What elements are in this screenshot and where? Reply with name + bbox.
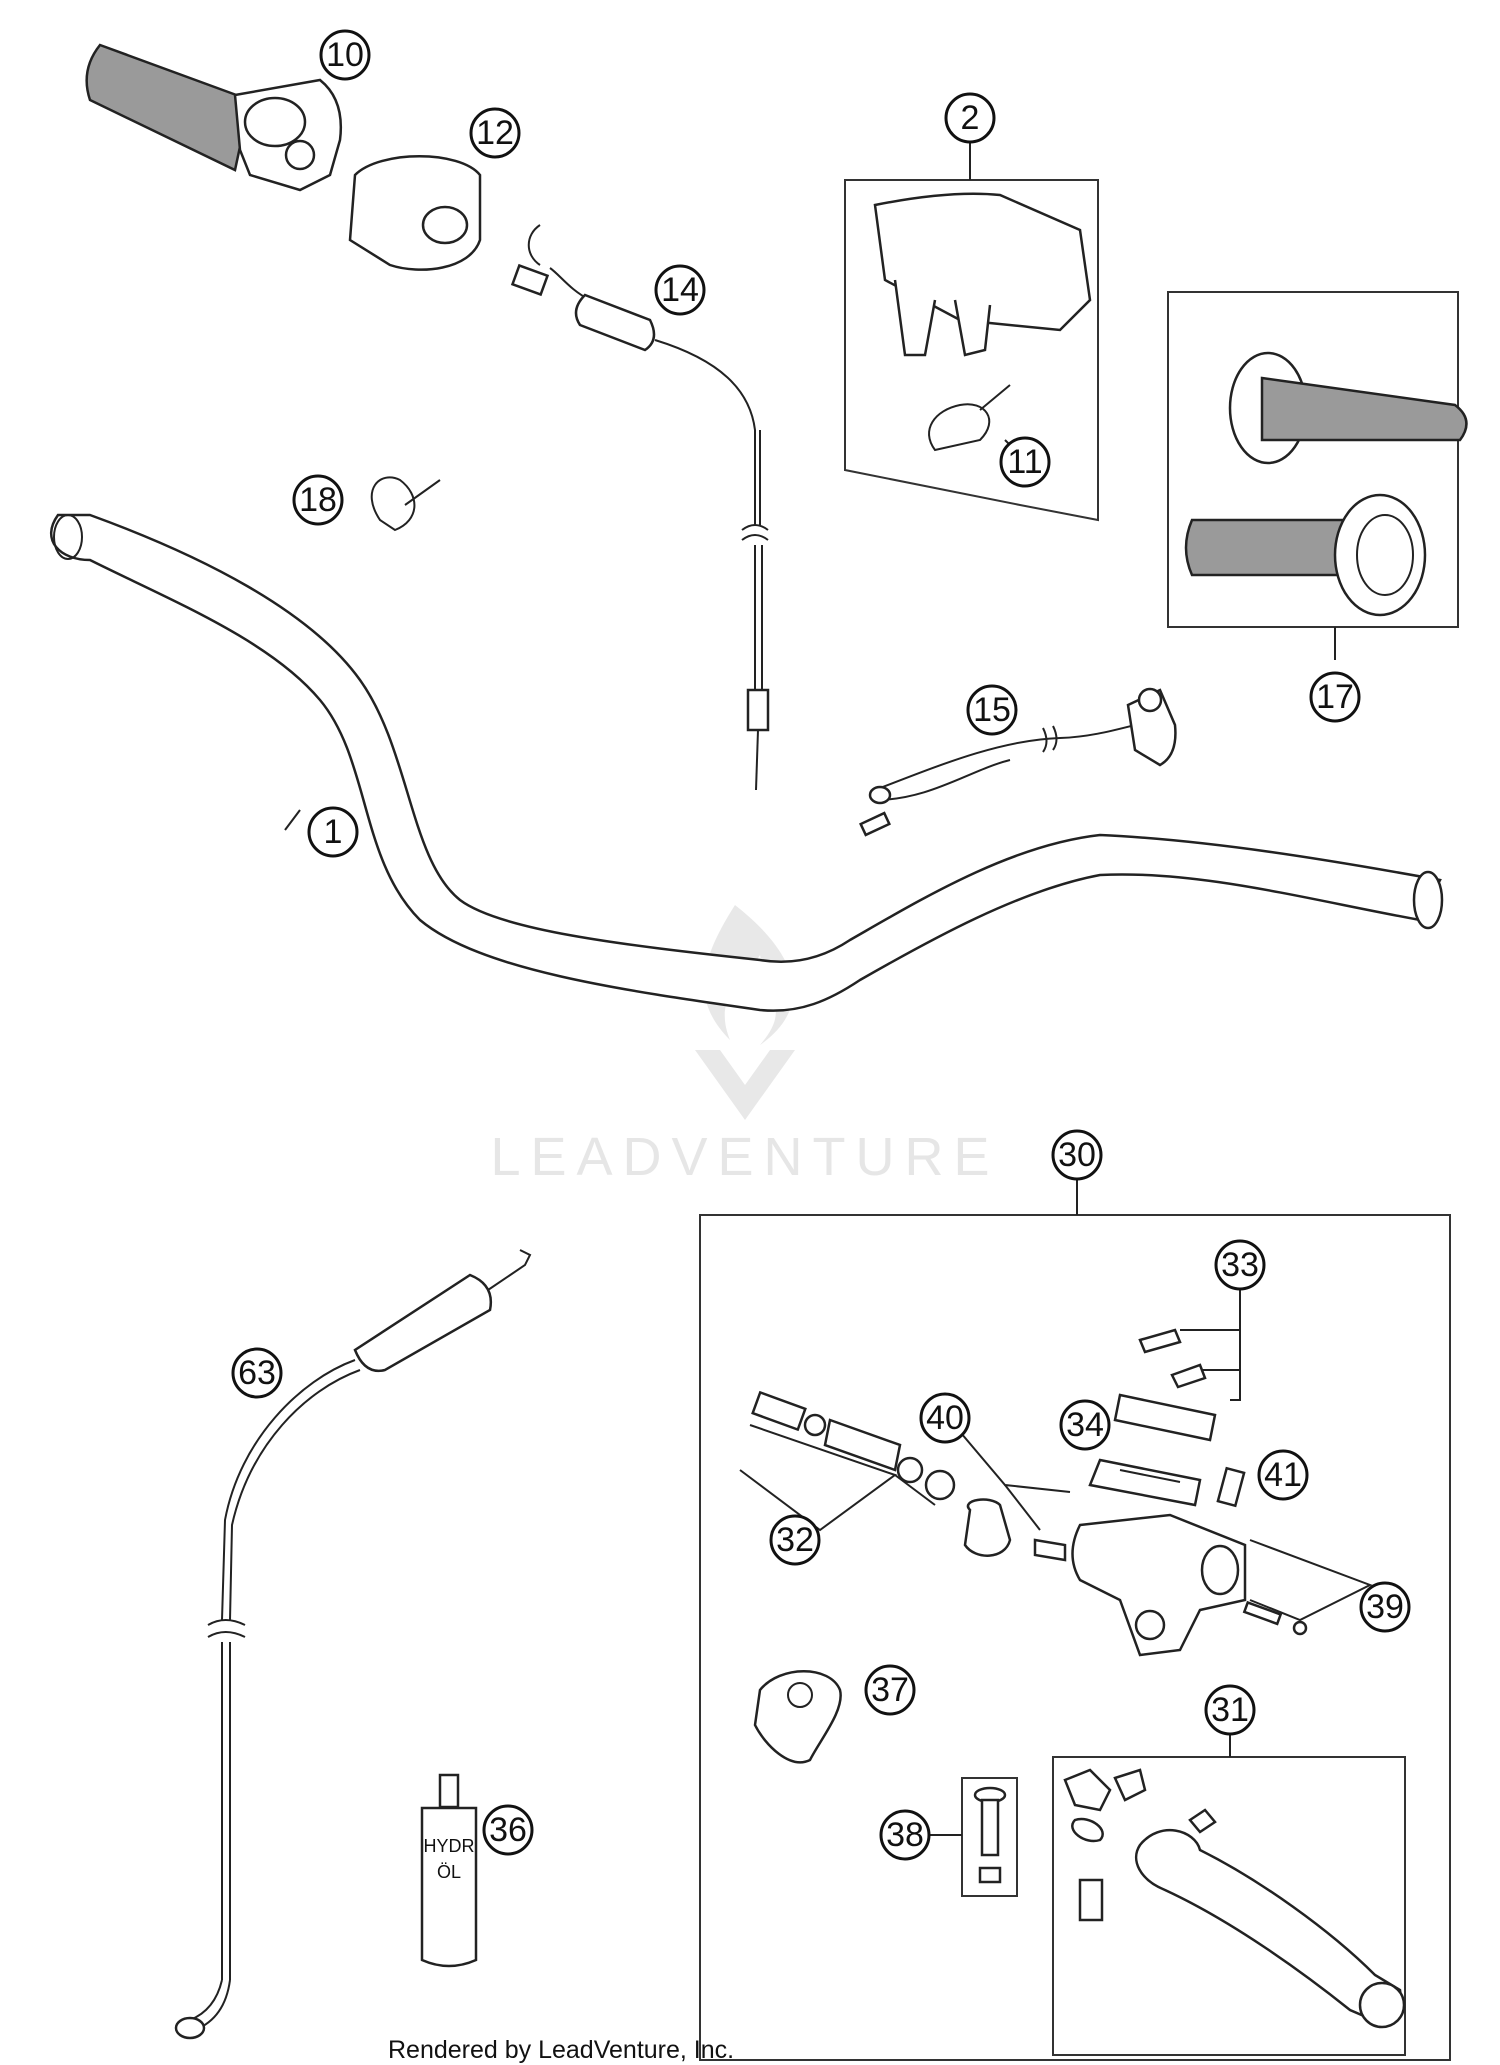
- callout-40: 40: [919, 1392, 971, 1444]
- throttle-cover-part-12: [348, 155, 482, 271]
- svg-text:18: 18: [299, 481, 337, 519]
- callout-15: 15: [966, 684, 1018, 736]
- throttle-grip-part-10: [85, 43, 342, 192]
- callout-38: 38: [879, 1809, 931, 1861]
- callout-33: 33: [1214, 1239, 1266, 1291]
- callout-11: 11: [999, 436, 1051, 488]
- svg-text:12: 12: [476, 114, 514, 152]
- brake-lever-group-part-31: [1052, 1735, 1406, 2056]
- callout-10: 10: [319, 29, 371, 81]
- callout-34: 34: [1059, 1399, 1111, 1451]
- svg-text:15: 15: [973, 691, 1011, 729]
- callout-14: 14: [654, 264, 706, 316]
- svg-text:36: 36: [489, 1811, 527, 1849]
- svg-text:17: 17: [1316, 678, 1354, 716]
- svg-text:40: 40: [926, 1399, 964, 1437]
- oil-bottle-label-line1: HYDR: [423, 1836, 474, 1856]
- callout-32: 32: [769, 1514, 821, 1566]
- boot-part-40: [949, 1419, 1071, 1562]
- callout-39: 39: [1359, 1581, 1411, 1633]
- hydraulic-oil-bottle-part-36: HYDR ÖL: [420, 1773, 478, 1968]
- callout-1: 1: [307, 806, 359, 858]
- svg-text:34: 34: [1066, 1406, 1104, 1444]
- leadventure-watermark: LEADVENTURE: [490, 905, 999, 1187]
- callout-63: 63: [231, 1347, 283, 1399]
- svg-text:2: 2: [961, 99, 980, 137]
- callout-31: 31: [1204, 1684, 1256, 1736]
- lever-cover-part-37: [753, 1670, 842, 1764]
- svg-text:37: 37: [871, 1671, 909, 1709]
- callout-17: 17: [1309, 671, 1361, 723]
- master-cylinder-body: [1071, 1513, 1373, 1657]
- oil-bottle-label-line2: ÖL: [437, 1862, 461, 1882]
- callout-2: 2: [944, 92, 996, 144]
- svg-text:14: 14: [661, 271, 699, 309]
- svg-text:31: 31: [1211, 1691, 1249, 1729]
- piston-kit-part-32: [739, 1390, 956, 1532]
- kill-switch-part-15: [859, 687, 1177, 837]
- handlebar-part-1: [50, 513, 1444, 1012]
- callout-37: 37: [864, 1664, 916, 1716]
- callout-30: 30: [1051, 1129, 1103, 1181]
- screw-part-38: [930, 1777, 1018, 1897]
- svg-text:11: 11: [1007, 443, 1042, 481]
- grips-group-part-17: [1167, 291, 1468, 628]
- callout-41: 41: [1257, 1449, 1309, 1501]
- master-cylinder-group-part-30: [699, 1180, 1451, 2061]
- callout-36: 36: [482, 1804, 534, 1856]
- svg-text:1: 1: [324, 813, 343, 851]
- callout-18: 18: [292, 474, 344, 526]
- throttle-cable-part-14: [510, 224, 770, 791]
- svg-text:10: 10: [326, 36, 364, 74]
- reservoir-cover-part-33: [1113, 1275, 1241, 1442]
- footer-credit: Rendered by LeadVenture, Inc.: [388, 2036, 735, 2064]
- cable-tie-part-18: [370, 476, 441, 532]
- svg-text:33: 33: [1221, 1246, 1259, 1284]
- svg-text:41: 41: [1264, 1456, 1302, 1494]
- switch-box-group-part-2: [844, 179, 1099, 522]
- pin-part-41: [1216, 1466, 1246, 1508]
- svg-text:39: 39: [1366, 1588, 1404, 1626]
- svg-text:38: 38: [886, 1816, 924, 1854]
- diaphragm-part-34: [1088, 1458, 1202, 1507]
- callout-12: 12: [469, 107, 521, 159]
- svg-text:63: 63: [238, 1354, 276, 1392]
- brake-hose-part-63: [174, 1249, 532, 2040]
- svg-text:30: 30: [1058, 1136, 1096, 1174]
- svg-text:32: 32: [776, 1521, 814, 1559]
- watermark-text: LEADVENTURE: [490, 1127, 999, 1187]
